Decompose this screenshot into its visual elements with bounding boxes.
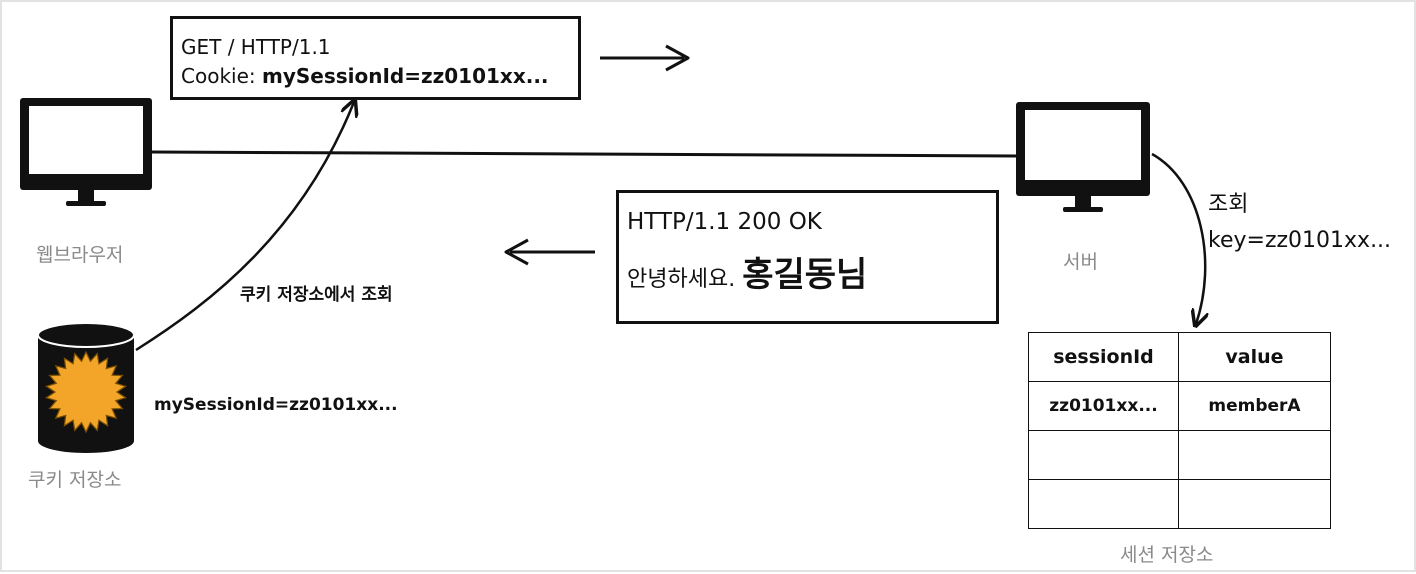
server-lookup-key: key=zz0101xx...	[1208, 228, 1392, 253]
table-cell: memberA	[1178, 381, 1331, 431]
response-arrow	[504, 238, 595, 266]
response-status: HTTP/1.1 200 OK	[627, 209, 822, 235]
browser-monitor-icon	[20, 98, 152, 206]
connection-line	[151, 150, 1019, 158]
server-monitor-icon	[1016, 102, 1150, 212]
cookie-value-label: mySessionId=zz0101xx...	[154, 395, 398, 415]
response-greeting: 안녕하세요. 홍길동님	[627, 255, 996, 300]
server-lookup-title: 조회	[1208, 192, 1249, 217]
cookie-burst-icon	[45, 350, 127, 434]
table-header-row: sessionId value	[1028, 332, 1331, 382]
session-store-label: 세션 저장소	[1120, 544, 1214, 566]
table-cell	[1028, 479, 1179, 529]
user-name: 홍길동님	[742, 255, 868, 295]
request-arrow	[600, 44, 690, 72]
session-lookup-arrow	[1151, 152, 1205, 324]
http-request-box: GET / HTTP/1.1 Cookie: mySessionId=zz010…	[170, 16, 581, 100]
cookie-header-prefix: Cookie:	[181, 64, 262, 88]
table-cell	[1178, 430, 1331, 480]
table-row	[1028, 430, 1331, 480]
table-cell	[1028, 430, 1179, 480]
request-line: GET / HTTP/1.1	[181, 35, 331, 59]
column-header-value: value	[1178, 332, 1331, 382]
table-cell	[1178, 479, 1331, 529]
server-label: 서버	[1063, 251, 1098, 273]
browser-label: 웹브라우저	[36, 244, 124, 266]
cookie-header-value: mySessionId=zz0101xx...	[261, 64, 549, 88]
cookie-store-label: 쿠키 저장소	[28, 469, 122, 491]
table-cell: zz0101xx...	[1028, 381, 1179, 431]
cookie-header-line: Cookie: mySessionId=zz0101xx...	[181, 62, 578, 91]
table-row: zz0101xx... memberA	[1028, 381, 1331, 431]
column-header-sessionid: sessionId	[1028, 332, 1179, 382]
cookie-lookup-arrow	[135, 102, 354, 352]
greeting-text: 안녕하세요.	[627, 267, 743, 292]
cookie-lookup-label: 쿠키 저장소에서 조회	[240, 285, 393, 305]
http-response-box: HTTP/1.1 200 OK 안녕하세요. 홍길동님	[616, 190, 999, 324]
table-row	[1028, 479, 1331, 529]
session-store-table: sessionId value zz0101xx... memberA	[1028, 332, 1331, 529]
